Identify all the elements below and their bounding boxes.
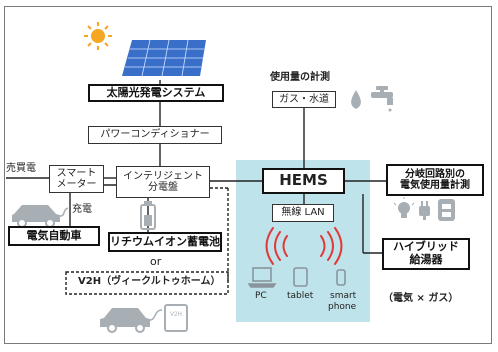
gas-water-box: ガス・水道: [272, 91, 336, 108]
pc-label: PC: [255, 291, 267, 301]
faucet-icon: [371, 86, 393, 112]
wireless-lan-label: 無線 LAN: [281, 207, 325, 219]
circuit-measure-label-1: 分岐回路別の: [405, 168, 465, 180]
ev-box: 電気自動車: [8, 226, 100, 246]
usage-measure-label: 使用量の計測: [270, 72, 330, 83]
v2h-label: V2H（ヴィークルトゥホーム）: [78, 276, 221, 287]
gas-water-label: ガス・水道: [279, 93, 329, 105]
distribution-panel-label-1: インテリジェント: [123, 170, 203, 182]
battery-label: リチウムイオン蓄電池: [110, 234, 220, 248]
hybrid-heater-label-1: ハイブリッド: [393, 240, 459, 254]
v2h-unit-icon: V2H: [164, 304, 188, 332]
v2h-car-icon: [100, 308, 163, 333]
hems-box: HEMS: [262, 168, 345, 194]
ev-label: 電気自動車: [26, 228, 82, 242]
bulb-icon: [393, 197, 415, 218]
distribution-panel-label-2: 分電盤: [148, 182, 178, 193]
power-conditioner-label: パワーコンディショナー: [100, 129, 210, 141]
v2h-unit-label: V2H: [170, 312, 182, 318]
plug-icon: [419, 201, 430, 220]
hybrid-note-label: （電気 × ガス）: [383, 293, 459, 304]
smartphone-label-2: phone: [328, 302, 357, 312]
smart-meter-box: スマート メーター: [49, 165, 104, 193]
hybrid-heater-box: ハイブリッド 給湯器: [382, 238, 470, 270]
solar-panel-icon: [122, 39, 206, 77]
distribution-panel-box: インテリジェント 分電盤: [116, 166, 210, 198]
water-drop-icon: [351, 90, 361, 109]
circuit-measure-label-2: 電気使用量計測: [400, 180, 470, 191]
circuit-measure-box: 分岐回路別の 電気使用量計測: [386, 164, 484, 196]
buy-sell-label: 売買電: [6, 163, 36, 174]
hybrid-heater-label-2: 給湯器: [409, 253, 443, 266]
hems-label: HEMS: [279, 171, 328, 190]
outlet-icon: [438, 199, 455, 221]
tablet-icon: [293, 267, 308, 287]
solar-system-box: 太陽光発電システム: [88, 84, 224, 102]
smart-meter-label-1: スマート: [56, 167, 97, 179]
wireless-lan-box: 無線 LAN: [272, 204, 334, 222]
smartphone-icon: [336, 269, 346, 286]
charge-label: 充電: [72, 204, 92, 215]
sun-icon: [84, 22, 112, 50]
ev-car-icon: [12, 205, 69, 228]
smart-meter-label-2: メーター: [56, 179, 97, 190]
v2h-dashed-border: [65, 271, 229, 295]
power-conditioner-box: パワーコンディショナー: [88, 126, 222, 144]
battery-icon: [140, 201, 156, 230]
or-label: or: [150, 255, 162, 268]
tablet-label: tablet: [287, 291, 314, 301]
wireless-waves-icon: [265, 227, 343, 265]
battery-box: リチウムイオン蓄電池: [108, 232, 222, 252]
smartphone-label-1: smart: [330, 291, 357, 301]
pc-icon: [247, 267, 277, 288]
solar-system-label: 太陽光発電システム: [106, 85, 206, 99]
